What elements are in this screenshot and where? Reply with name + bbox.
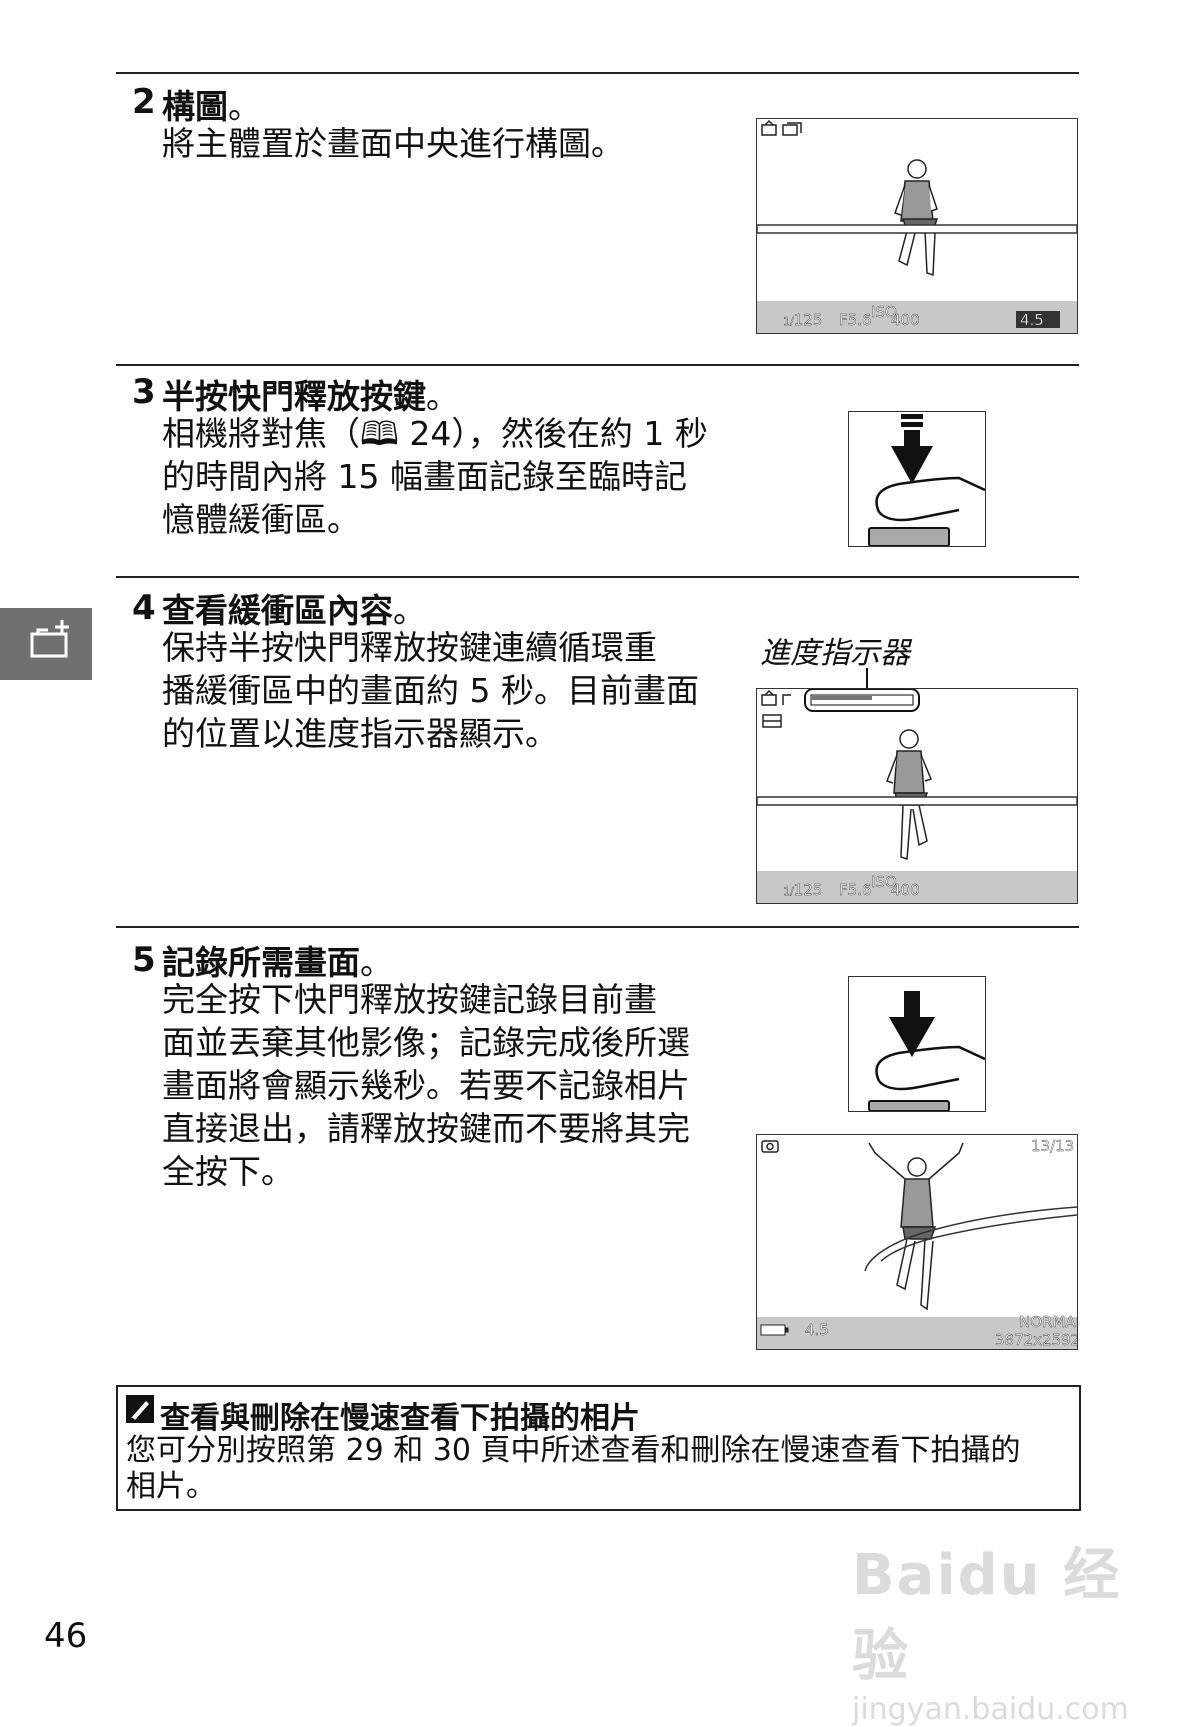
lcd-screen-recorded: 13/13 4.5 NORMAL 3872x2592	[756, 1134, 1078, 1350]
runner-figure	[894, 159, 939, 277]
half-press-illustration	[848, 411, 986, 547]
note-line-1: 您可分別按照第 29 和 30 頁中所述查看和刪除在慢速查看下拍攝的	[126, 1433, 1021, 1468]
progress-indicator-callout: 進度指示器	[760, 636, 910, 671]
note-box: 查看與刪除在慢速查看下拍攝的相片 您可分別按照第 29 和 30 頁中所述查看和…	[116, 1385, 1081, 1511]
buffer-readout: 4.5	[1020, 311, 1044, 329]
buffer-readout: 4.5	[805, 1321, 829, 1339]
down-arrow-icon	[889, 991, 935, 1057]
step-2-divider	[116, 72, 1079, 74]
full-press-illustration	[848, 976, 986, 1112]
iso-readout: 400	[891, 881, 920, 899]
shutter-readout: 1/125	[783, 311, 822, 329]
page-number: 46	[44, 1616, 88, 1656]
finish-line	[757, 224, 1077, 234]
aperture-readout: F5.6	[839, 881, 871, 899]
watermark-brand: Baidu 经验	[852, 1543, 1122, 1689]
note-title: 查看與刪除在慢速查看下拍攝的相片	[160, 1401, 640, 1436]
step-4-body: 保持半按快門釋放按鍵連續循環重 播緩衝區中的畫面約 5 秒。目前畫面 的位置以進…	[162, 626, 742, 755]
finish-tape	[864, 1206, 1077, 1272]
iso-label: ISO	[871, 873, 897, 891]
step-3-divider	[116, 364, 1079, 366]
step-3-line-1: 相機將對焦（🕮 24），然後在約 1 秒	[162, 414, 708, 453]
step-4-line-2: 播緩衝區中的畫面約 5 秒。目前畫面	[162, 671, 699, 710]
step-5-line-1: 完全按下快門釋放按鍵記錄目前畫	[162, 980, 657, 1019]
shutter-readout: 1/125	[783, 881, 822, 899]
step-2-title: 構圖。	[162, 87, 261, 126]
step-5-line-5: 全按下。	[162, 1152, 294, 1191]
finger-icon	[875, 1045, 986, 1082]
note-text: 您可分別按照第 29 和 30 頁中所述查看和刪除在慢速查看下拍攝的 相片。	[126, 1433, 1021, 1505]
step-5-divider	[116, 926, 1079, 928]
step-3-line-2: 的時間內將 15 幅畫面記錄至臨時記	[162, 457, 687, 496]
note-line-2: 相片。	[126, 1469, 216, 1504]
image-size-readout: 3872x2592	[995, 1331, 1077, 1349]
step-4-divider	[116, 576, 1079, 578]
step-5-line-3: 畫面將會顯示幾秒。若要不記錄相片	[162, 1066, 690, 1105]
slow-view-mode-tab	[0, 608, 92, 680]
step-2-line-1: 將主體置於畫面中央進行構圖。	[162, 124, 624, 163]
aperture-readout: F5.6	[839, 311, 871, 329]
step-3-line-3: 憶體緩衝區。	[162, 500, 360, 539]
finish-line	[757, 796, 1077, 806]
mode-icons	[761, 689, 791, 728]
progress-bar-fill	[812, 696, 872, 700]
lcd-screen-compose: 1/125 F5.6 ISO 400 4.5	[756, 118, 1078, 334]
iso-readout: 400	[891, 311, 920, 329]
step-4-title: 查看緩衝區內容。	[162, 591, 426, 630]
iso-label: ISO	[871, 303, 897, 321]
battery-icon	[760, 1324, 789, 1336]
step-5-line-2: 面並丟棄其他影像；記錄完成後所選	[162, 1023, 690, 1062]
frame-counter: 13/13	[1031, 1137, 1074, 1155]
callout-leader	[866, 668, 868, 690]
lcd-screen-buffer: 1/125 F5.6 ISO 400	[756, 688, 1078, 904]
step-5-title: 記錄所需畫面。	[162, 943, 393, 982]
step-4-line-3: 的位置以進度指示器顯示。	[162, 714, 558, 753]
step-5-line-4: 直接退出，請釋放按鍵而不要將其完	[162, 1109, 690, 1148]
step-2-number: 2	[132, 82, 156, 122]
runner-figure	[886, 729, 933, 861]
step-4-number: 4	[132, 588, 156, 628]
step-3-body: 相機將對焦（🕮 24），然後在約 1 秒 的時間內將 15 幅畫面記錄至臨時記 …	[162, 412, 742, 541]
camera-icon	[761, 1140, 779, 1153]
quality-readout: NORMAL	[1019, 1313, 1077, 1331]
watermark-url: jingyan.baidu.com	[852, 1692, 1129, 1727]
step-3-number: 3	[132, 372, 156, 412]
shutter-button-icon	[868, 1100, 950, 1112]
finger-icon	[875, 476, 986, 513]
mode-icons	[761, 119, 802, 136]
step-3-title: 半按快門釋放按鍵。	[162, 377, 459, 416]
pencil-icon	[126, 1395, 154, 1423]
step-5-number: 5	[132, 940, 156, 980]
shutter-button-icon	[868, 527, 950, 547]
slow-view-mode-icon	[30, 620, 69, 658]
baidu-watermark: Baidu 经验 jingyan.baidu.com	[852, 1530, 1142, 1727]
step-2-body: 將主體置於畫面中央進行構圖。	[162, 122, 742, 165]
step-4-line-1: 保持半按快門釋放按鍵連續循環重	[162, 628, 657, 667]
step-5-body: 完全按下快門釋放按鍵記錄目前畫 面並丟棄其他影像；記錄完成後所選 畫面將會顯示幾…	[162, 978, 742, 1193]
down-arrow-icon	[891, 414, 933, 484]
